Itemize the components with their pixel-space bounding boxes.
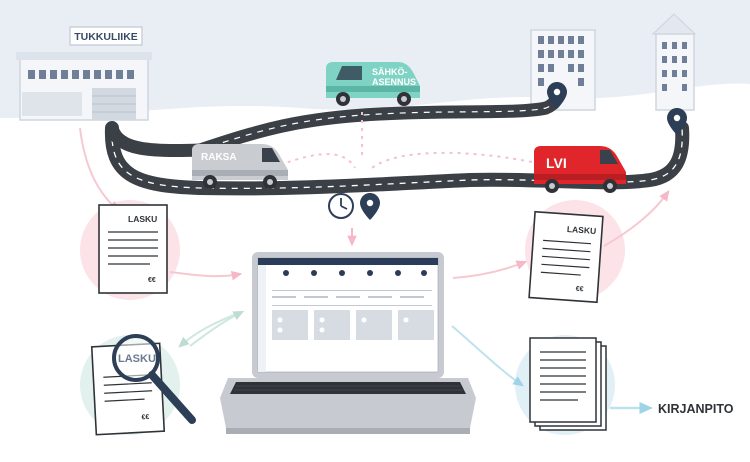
van-construction: RAKSA [192,144,288,189]
laptop [220,252,476,434]
accounting-document-stack [529,337,607,431]
van-electrical-label-line1: SÄHKÖ- [372,67,408,77]
accounting-label: KIRJANPITO [658,402,734,416]
invoice-right-title: LASKU [567,224,597,236]
wholesaler-label: TUKKULIIKE [74,31,138,43]
invoice-magnified-title: LASKU [118,353,156,365]
wholesaler-building: TUKKULIIKE [16,26,152,121]
van-plumbing-label: LVI [546,155,567,171]
clock-icon [328,193,354,219]
invoice-document-left: LASKU €€ [98,204,168,294]
invoice-left-title: LASKU [128,214,157,224]
van-electrical-label-line2: ASENNUS [372,77,416,87]
euro-icon: €€ [148,277,156,284]
euro-icon: €€ [141,414,149,421]
van-plumbing: LVI [534,146,626,193]
van-construction-label: RAKSA [201,152,237,163]
location-pin-icon [547,82,567,109]
euro-icon: €€ [576,286,584,294]
office-tower-2 [651,13,697,111]
invoice-document-right: LASKU €€ [528,210,604,304]
location-pin-icon [667,108,687,135]
van-electrical: SÄHKÖ- ASENNUS [326,62,420,106]
location-pin-icon [360,193,380,220]
laptop-keyboard [230,382,466,394]
magnifier-icon: LASKU [112,334,196,424]
wholesaler-sign [69,26,143,46]
